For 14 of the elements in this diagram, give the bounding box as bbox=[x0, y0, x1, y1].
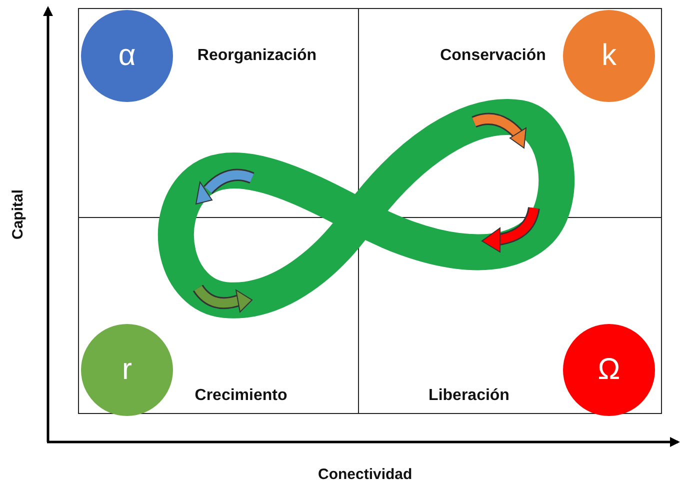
axis-label: Conectividad bbox=[318, 466, 412, 483]
quadrant-panel bbox=[358, 217, 662, 414]
axis-label: Capital bbox=[10, 190, 26, 240]
phase-symbol: k bbox=[602, 41, 616, 71]
phase-symbol: α bbox=[118, 41, 136, 71]
quadrant-title: Reorganización bbox=[197, 47, 317, 65]
quadrant-panel bbox=[78, 217, 359, 414]
quadrant-title: Conservación bbox=[440, 47, 546, 65]
phase-symbol: Ω bbox=[598, 355, 620, 385]
quadrant-title: Liberación bbox=[428, 387, 510, 405]
phase-symbol: r bbox=[122, 355, 132, 385]
quadrant-panel bbox=[78, 8, 359, 218]
quadrant-title: Crecimiento bbox=[194, 387, 288, 405]
quadrant-panel bbox=[358, 8, 662, 218]
